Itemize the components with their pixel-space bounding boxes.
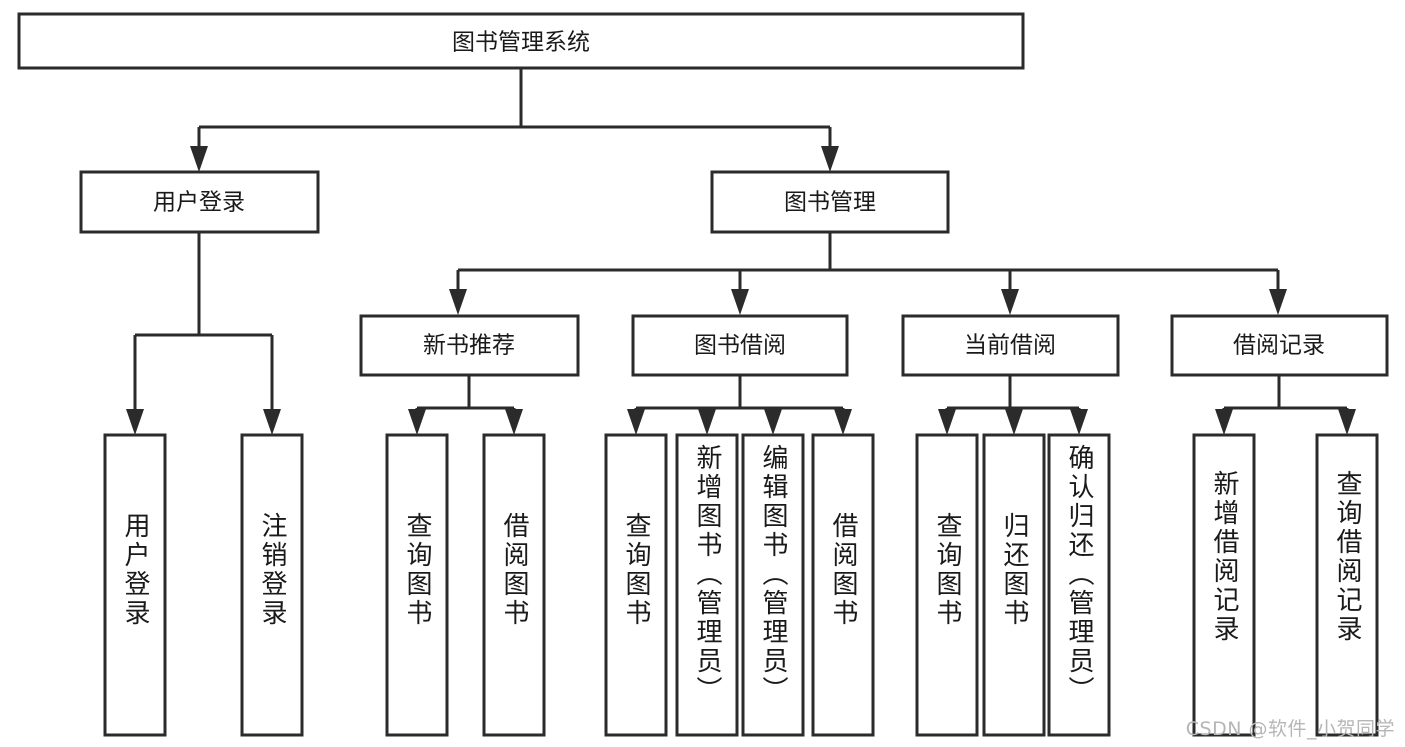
arrow-head-icon [1070, 409, 1088, 435]
level2-label-user-login: 用户登录 [153, 190, 245, 216]
node-book-management[interactable]: 图书管理 [710, 170, 950, 234]
arrow-head-icon [408, 409, 426, 435]
arrow-head-icon [1005, 409, 1023, 435]
leaf-box-borrow-book-b[interactable] [811, 433, 875, 737]
root-label: 图书管理系统 [452, 30, 590, 56]
arrow-head-icon [834, 409, 852, 435]
level3-box-new-book-recommend[interactable] [359, 314, 580, 377]
connector-borrow-record-to-leaves [1215, 375, 1356, 435]
leaf-box-query-borrow-record[interactable] [1315, 433, 1379, 737]
level3-label-book-borrow: 图书借阅 [694, 333, 786, 359]
arrow-head-icon [1001, 289, 1019, 315]
connector-user-login-to-leaves [126, 232, 281, 435]
leaf-box-query-book-b[interactable] [604, 433, 668, 737]
connector-book-borrow-to-leaves [627, 375, 852, 435]
leaf-box-edit-book-admin[interactable] [741, 433, 805, 737]
level3-box-current-borrow[interactable] [901, 314, 1120, 377]
level3-label-current-borrow: 当前借阅 [964, 333, 1056, 359]
node-borrow-record[interactable]: 借阅记录 [1170, 314, 1389, 377]
leaf-box-user-login[interactable] [103, 433, 167, 737]
arrow-head-icon [821, 146, 839, 172]
level3-label-new-book-recommend: 新书推荐 [423, 333, 515, 359]
connector-new-book-recommend-to-leaves [408, 375, 523, 435]
leaf-box-return-book[interactable] [982, 433, 1046, 737]
connector-root-to-level2 [190, 68, 839, 172]
node-user-login[interactable]: 用户登录 [79, 170, 320, 234]
level2-box-user-login[interactable] [79, 170, 320, 234]
node-book-borrow[interactable]: 图书借阅 [631, 314, 849, 377]
arrow-head-icon [449, 289, 467, 315]
node-root[interactable]: 图书管理系统 [17, 12, 1025, 70]
connector-current-borrow-to-leaves [938, 375, 1088, 435]
arrow-head-icon [126, 409, 144, 435]
level2-label-book-management: 图书管理 [784, 190, 876, 216]
leaf-box-add-borrow-record[interactable] [1192, 433, 1256, 737]
root-box[interactable] [17, 12, 1025, 70]
leaf-box-confirm-return-admin[interactable] [1047, 433, 1111, 737]
arrow-head-icon [764, 409, 782, 435]
leaf-box-query-book-c[interactable] [915, 433, 979, 737]
node-new-book-recommend[interactable]: 新书推荐 [359, 314, 580, 377]
arrow-head-icon [1215, 409, 1233, 435]
arrow-head-icon [731, 289, 749, 315]
arrow-head-icon [505, 409, 523, 435]
leaf-box-borrow-book-a[interactable] [482, 433, 546, 737]
connector-book-management-to-level3 [449, 232, 1287, 315]
arrow-head-icon [627, 409, 645, 435]
arrow-head-icon [698, 409, 716, 435]
leaf-box-add-book-admin[interactable] [675, 433, 739, 737]
arrow-head-icon [263, 409, 281, 435]
arrow-head-icon [938, 409, 956, 435]
arrow-head-icon [1338, 409, 1356, 435]
arrow-head-icon [1269, 289, 1287, 315]
leaf-box-query-book-a[interactable] [385, 433, 449, 737]
csdn-watermark: CSDN @软件_小贺同学 [1185, 718, 1395, 740]
node-current-borrow[interactable]: 当前借阅 [901, 314, 1120, 377]
arrow-head-icon [190, 146, 208, 172]
level3-label-borrow-record: 借阅记录 [1233, 333, 1325, 359]
leaf-box-logout[interactable] [240, 433, 304, 737]
